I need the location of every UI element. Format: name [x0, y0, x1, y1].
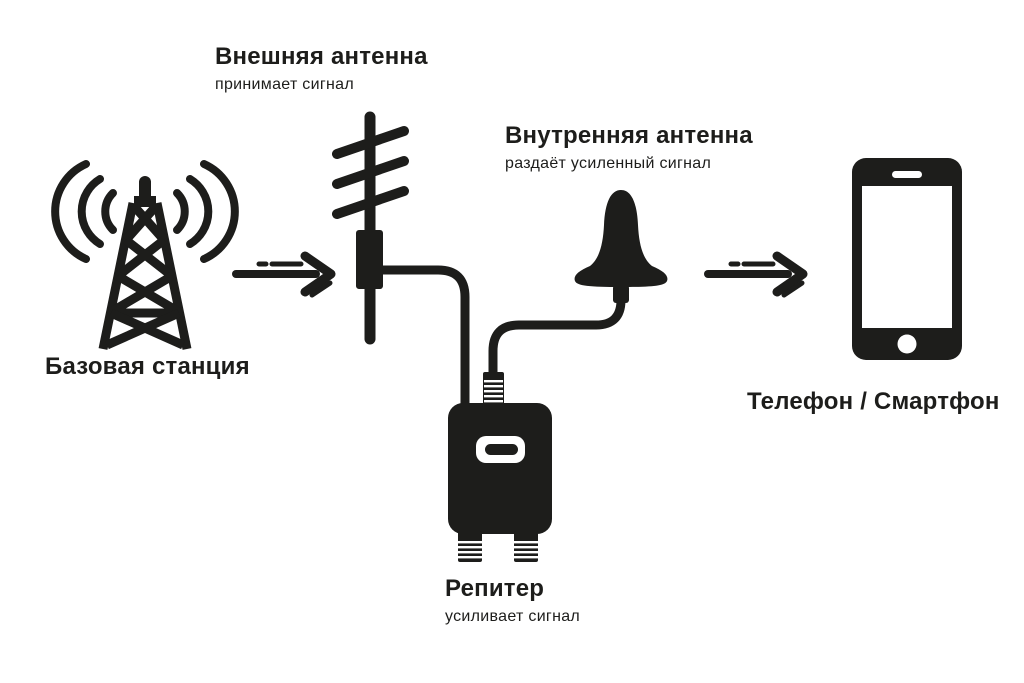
internal-antenna-subtitle: раздаёт усиленный сигнал [505, 154, 712, 172]
internal-antenna-label: Внутренняя антенна раздаёт усиленный сиг… [505, 122, 753, 173]
repeater-label: Репитер усиливает сигнал [445, 575, 580, 626]
radio-waves-icon [51, 160, 239, 263]
phone-home-button [897, 334, 917, 354]
cell-tower-icon [51, 160, 239, 350]
base-station-title: Базовая станция [45, 353, 250, 380]
signal-arrow-icon [704, 251, 808, 298]
outdoor-antenna-icon [332, 111, 409, 345]
phone-label: Телефон / Смартфон [747, 388, 1000, 416]
external-antenna-title: Внешняя антенна [215, 43, 428, 70]
coax-cable-outdoor [382, 265, 470, 412]
signal-arrow-icon [232, 251, 336, 298]
external-antenna-subtitle: принимает сигнал [215, 75, 354, 93]
coax-cable-indoor [488, 294, 626, 404]
indoor-antenna-icon [574, 190, 668, 303]
phone-speaker [892, 171, 922, 178]
smartphone-icon [852, 158, 962, 360]
external-antenna-label: Внешняя антенна принимает сигнал [215, 43, 428, 94]
base-station-label: Базовая станция [45, 353, 250, 381]
repeater-icon [448, 372, 552, 562]
repeater-subtitle: усиливает сигнал [445, 607, 581, 625]
phone-title: Телефон / Смартфон [747, 388, 1000, 415]
repeater-title: Репитер [445, 575, 545, 602]
phone-screen [862, 186, 952, 328]
internal-antenna-title: Внутренняя антенна [505, 122, 753, 149]
